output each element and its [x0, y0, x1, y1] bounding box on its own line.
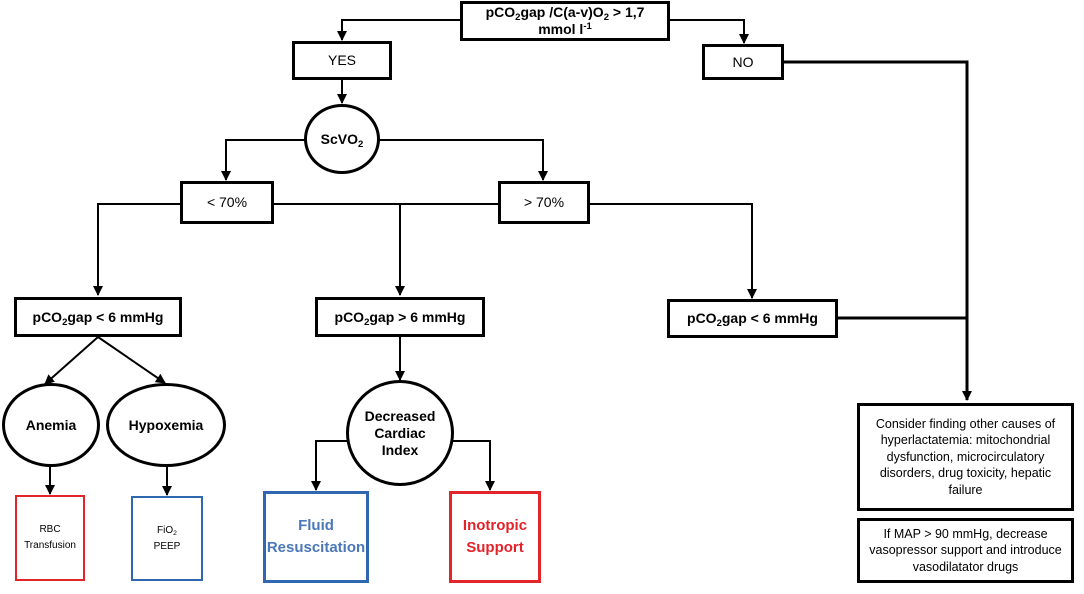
decreased-cardiac-index-node: Decreased Cardiac Index: [346, 380, 454, 486]
lt70-box: < 70%: [180, 181, 274, 224]
edge-ci-to-fluid: [311, 440, 348, 491]
edge-lt70-to-gap-left: [93, 203, 180, 296]
no-box: NO: [702, 44, 784, 80]
ratio-threshold-text: pCO2gap /C(a-v)O2 > 1,7 mmol l-1: [485, 4, 645, 37]
gap-lt6-right-box: pCO2gap < 6 mmHg: [667, 299, 838, 338]
fio2-peep-label: FiO2 PEEP: [153, 524, 181, 552]
edge-no-to-other-causes: [784, 60, 972, 401]
gap-lt6-left-box: pCO2gap < 6 mmHg: [14, 297, 182, 337]
gap-lt6-left-label: pCO2gap < 6 mmHg: [32, 308, 164, 328]
map-note-text: If MAP > 90 mmHg, decrease vasopressor s…: [869, 526, 1062, 574]
hypoxemia-label: Hypoxemia: [128, 416, 204, 433]
yes-label: YES: [327, 52, 356, 68]
edge-gap-left-to-anemia: [44, 336, 99, 385]
edge-scvo2-to-gt70: [378, 139, 548, 181]
edge-scvo2-to-lt70: [221, 139, 306, 181]
edge-gt70-to-gap-right: [590, 203, 757, 299]
edge-ci-to-inotropic: [452, 440, 495, 491]
fluid-resuscitation-label: Fluid Resuscitation: [266, 517, 366, 556]
no-label: NO: [732, 53, 754, 70]
rbc-transfusion-box: RBC Transfusion: [15, 495, 85, 581]
fluid-resuscitation-box: Fluid Resuscitation: [263, 491, 369, 583]
hypoxemia-node: Hypoxemia: [106, 383, 226, 467]
rbc-transfusion-label: RBC Transfusion: [24, 524, 76, 551]
scvo2-node: ScVO2: [304, 104, 380, 174]
gt70-box: > 70%: [498, 181, 590, 224]
gap-gt6-mid-label: pCO2gap > 6 mmHg: [334, 308, 466, 328]
yes-box: YES: [292, 41, 392, 80]
inotropic-support-label: Inotropic Support: [462, 517, 528, 556]
lt70-label: < 70%: [206, 194, 248, 210]
edge-gap-left-to-hypoxemia: [97, 336, 166, 384]
anemia-node: Anemia: [2, 383, 100, 467]
inotropic-support-box: Inotropic Support: [449, 491, 541, 583]
ratio-threshold-box: pCO2gap /C(a-v)O2 > 1,7 mmol l-1: [460, 1, 670, 41]
edge-top-to-no: [670, 19, 749, 44]
gt70-label: > 70%: [523, 194, 565, 210]
gap-gt6-mid-box: pCO2gap > 6 mmHg: [315, 297, 485, 337]
gap-lt6-right-label: pCO2gap < 6 mmHg: [687, 310, 818, 329]
fio2-peep-box: FiO2 PEEP: [131, 496, 203, 581]
decreased-cardiac-index-label: Decreased Cardiac Index: [364, 407, 436, 458]
other-causes-box: Consider finding other causes of hyperla…: [857, 403, 1074, 511]
scvo2-label: ScVO2: [320, 130, 364, 150]
edge-top-to-yes: [337, 19, 460, 41]
other-causes-text: Consider finding other causes of hyperla…: [875, 416, 1056, 497]
anemia-label: Anemia: [25, 416, 77, 433]
map-note-box: If MAP > 90 mmHg, decrease vasopressor s…: [857, 518, 1074, 583]
